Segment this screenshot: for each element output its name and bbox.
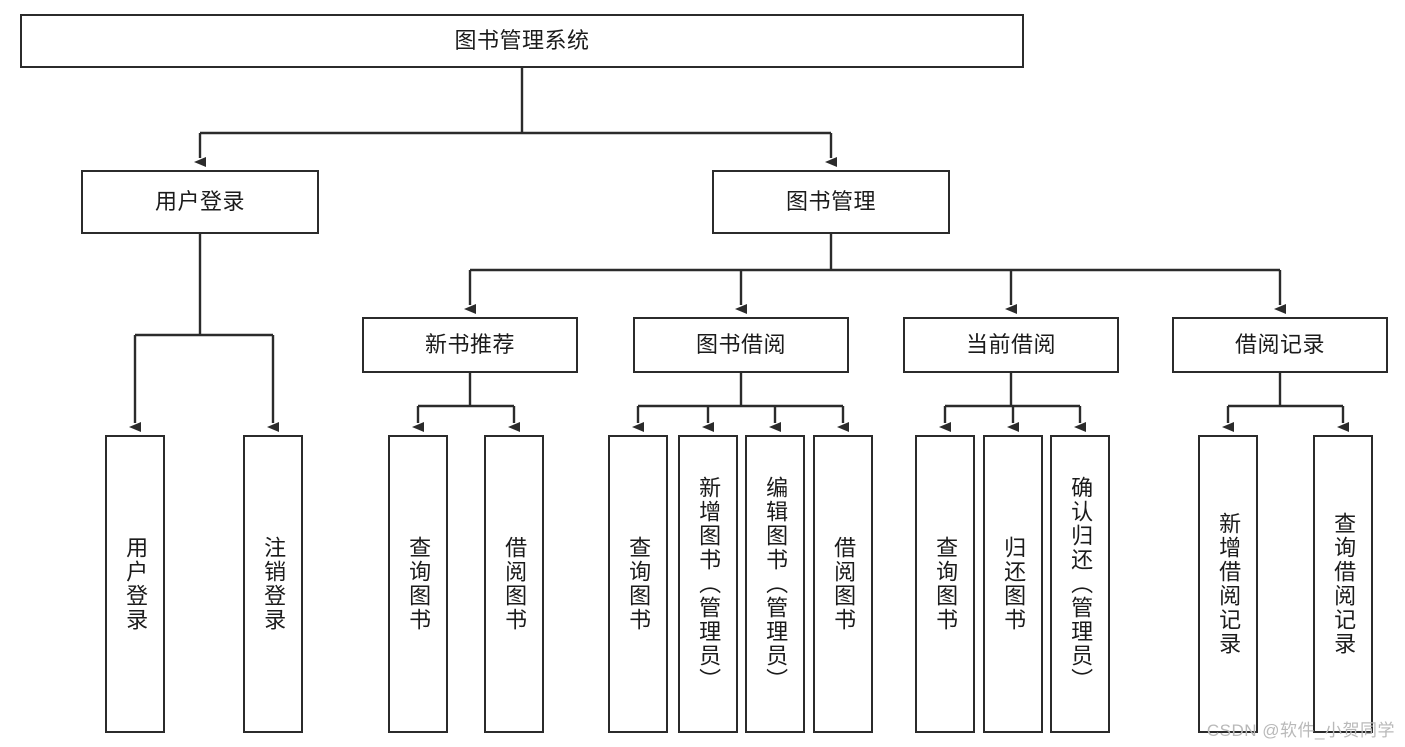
node-label: 借阅图书 (831, 536, 857, 632)
node-leaf-nb-query: 查询图书 (388, 435, 448, 733)
node-label: 注销登录 (261, 536, 287, 632)
node-label: 当前借阅 (965, 332, 1056, 358)
node-label: 查询图书 (626, 536, 652, 632)
node-label: 确认归还（管理员） (1068, 476, 1094, 692)
node-leaf-bw-edit: 编辑图书（管理员） (745, 435, 805, 733)
node-label: 借阅图书 (502, 536, 528, 632)
node-label: 新增借阅记录 (1216, 512, 1242, 656)
node-leaf-rc-add: 新增借阅记录 (1198, 435, 1258, 733)
node-leaf-cu-return: 归还图书 (983, 435, 1043, 733)
node-root: 图书管理系统 (20, 14, 1024, 68)
node-leaf-cu-query: 查询图书 (915, 435, 975, 733)
node-label: 图书管理 (785, 189, 876, 215)
node-label: 新书推荐 (424, 332, 515, 358)
node-label: 归还图书 (1001, 536, 1027, 632)
node-label: 编辑图书（管理员） (763, 476, 789, 692)
node-label: 图书管理系统 (454, 28, 590, 54)
node-leaf-nb-borrow: 借阅图书 (484, 435, 544, 733)
node-leaf-cu-confirm: 确认归还（管理员） (1050, 435, 1110, 733)
node-newbook: 新书推荐 (362, 317, 578, 373)
node-current: 当前借阅 (903, 317, 1119, 373)
node-label: 新增图书（管理员） (696, 476, 722, 692)
node-leaf-user-logout: 注销登录 (243, 435, 303, 733)
node-bookmgmt: 图书管理 (712, 170, 950, 234)
node-borrow: 图书借阅 (633, 317, 849, 373)
node-label: 查询图书 (406, 536, 432, 632)
node-leaf-bw-borrow: 借阅图书 (813, 435, 873, 733)
node-label: 查询图书 (933, 536, 959, 632)
node-leaf-bw-query: 查询图书 (608, 435, 668, 733)
node-leaf-rc-query: 查询借阅记录 (1313, 435, 1373, 733)
node-label: 用户登录 (154, 189, 245, 215)
node-leaf-bw-add: 新增图书（管理员） (678, 435, 738, 733)
node-label: 查询借阅记录 (1331, 512, 1357, 656)
node-leaf-user-login: 用户登录 (105, 435, 165, 733)
node-records: 借阅记录 (1172, 317, 1388, 373)
node-label: 用户登录 (123, 536, 149, 632)
node-label: 借阅记录 (1234, 332, 1325, 358)
csdn-watermark: CSDN @软件_小贺同学 (1206, 721, 1395, 740)
node-label: 图书借阅 (695, 332, 786, 358)
node-login: 用户登录 (81, 170, 319, 234)
